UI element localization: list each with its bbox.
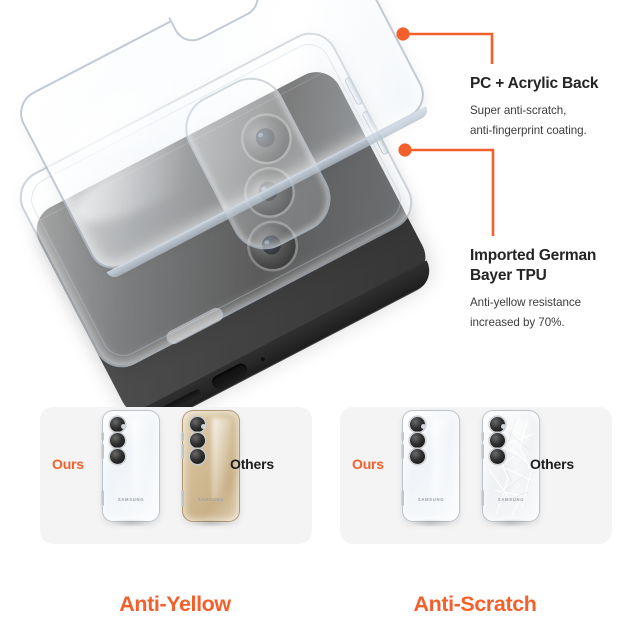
callout-2-description: Anti-yellow resistance increased by 70%.: [470, 293, 638, 333]
anti-yellow-title: Anti-Yellow: [119, 592, 231, 616]
phone-shadow: [490, 519, 532, 527]
mini-flash-icon: [501, 424, 506, 429]
comparison-panel-anti-scratch: SAMSUNG: [330, 396, 620, 640]
microphone-icon: [260, 356, 266, 363]
anti-yellow-others-phone: SAMSUNG: [180, 410, 240, 527]
case-side-rail-1: [100, 432, 105, 441]
mini-camera-lens-2: [190, 433, 205, 448]
anti-yellow-ours-label: Ours: [52, 456, 84, 472]
mini-flash-icon: [421, 424, 426, 429]
mini-camera-lens-2: [490, 433, 505, 448]
case-side-rail-2: [400, 444, 405, 459]
phone-brand-label: SAMSUNG: [417, 497, 445, 502]
hero-section: PC + Acrylic Back Super anti-scratch, an…: [0, 0, 640, 396]
case-side-rail-3: [100, 490, 105, 506]
case-side-rail-2: [100, 444, 105, 459]
callout-2-title: Imported German Bayer TPU: [470, 246, 638, 286]
mini-flash-icon: [201, 424, 206, 429]
comparison-section: SAMSUNG SAMSUNG: [0, 396, 640, 640]
case-side-rail-2: [180, 444, 185, 459]
case-side-rail-1: [180, 432, 185, 441]
mini-camera-lens-2: [410, 433, 425, 448]
phone-shadow: [110, 519, 152, 527]
anti-yellow-ours-phone: SAMSUNG: [100, 410, 160, 527]
callout-1: PC + Acrylic Back Super anti-scratch, an…: [470, 74, 638, 141]
mini-camera-lens-3: [490, 449, 505, 464]
scratch-marks: [488, 414, 534, 516]
anti-scratch-ours-phone: SAMSUNG: [400, 410, 460, 527]
case-gloss: [132, 417, 152, 499]
anti-scratch-others-phone: SAMSUNG: [480, 410, 540, 527]
ours-clear-case: SAMSUNG: [402, 410, 460, 522]
case-gloss: [212, 417, 232, 499]
mini-camera-lens-3: [410, 449, 425, 464]
pc-plate-gloss: [56, 27, 263, 172]
comparison-panel-anti-yellow: SAMSUNG SAMSUNG: [30, 396, 320, 640]
anti-scratch-ours-label: Ours: [352, 456, 384, 472]
callout-2: Imported German Bayer TPU Anti-yellow re…: [470, 246, 638, 333]
mini-camera-lens-3: [110, 449, 125, 464]
mini-camera-cluster: [409, 417, 431, 464]
callout-1-title: PC + Acrylic Back: [470, 75, 599, 92]
case-side-rail-2: [480, 444, 485, 459]
mini-camera-lens-3: [190, 449, 205, 464]
ours-clear-case: SAMSUNG: [102, 410, 160, 522]
phone-shadow: [410, 519, 452, 527]
case-side-rail-3: [180, 490, 185, 506]
mini-flash-icon: [121, 424, 126, 429]
callout-1-description-line-1: Super anti-scratch,: [470, 104, 567, 118]
anti-scratch-card: [340, 407, 612, 544]
phone-brand-label: SAMSUNG: [497, 497, 525, 502]
phone-brand-label: SAMSUNG: [197, 497, 225, 502]
exploded-case-illustration: [0, 0, 470, 434]
anti-yellow-others-label: Others: [230, 456, 274, 472]
anti-yellow-stage: SAMSUNG SAMSUNG: [30, 396, 320, 640]
others-yellowed-case: SAMSUNG: [182, 410, 240, 522]
callout-2-title-line-2: Bayer TPU: [470, 267, 547, 285]
case-gloss: [432, 417, 452, 499]
anti-scratch-others-label: Others: [530, 456, 574, 472]
case-side-rail-1: [480, 432, 485, 441]
mini-camera-lens-2: [110, 433, 125, 448]
callout-1-description: Super anti-scratch, anti-fingerprint coa…: [470, 101, 638, 141]
mini-camera-cluster: [109, 417, 131, 464]
mini-camera-cluster: [489, 417, 511, 464]
callout-1-description-line-2: anti-fingerprint coating.: [470, 124, 587, 138]
phone-shadow: [190, 519, 232, 527]
case-side-rail-3: [400, 490, 405, 506]
callout-2-title-line-1: Imported German: [470, 247, 597, 264]
anti-scratch-title: Anti-Scratch: [413, 592, 537, 616]
anti-yellow-card: [40, 407, 312, 544]
case-side-rail-1: [400, 432, 405, 441]
anti-scratch-stage: SAMSUNG: [330, 396, 620, 640]
phone-brand-label: SAMSUNG: [117, 497, 145, 502]
case-side-rail-3: [480, 490, 485, 506]
callout-2-description-line-2: increased by 70%.: [470, 316, 565, 330]
others-scratched-case: SAMSUNG: [482, 410, 540, 522]
mini-camera-cluster: [189, 417, 211, 464]
callout-2-description-line-1: Anti-yellow resistance: [470, 296, 582, 310]
